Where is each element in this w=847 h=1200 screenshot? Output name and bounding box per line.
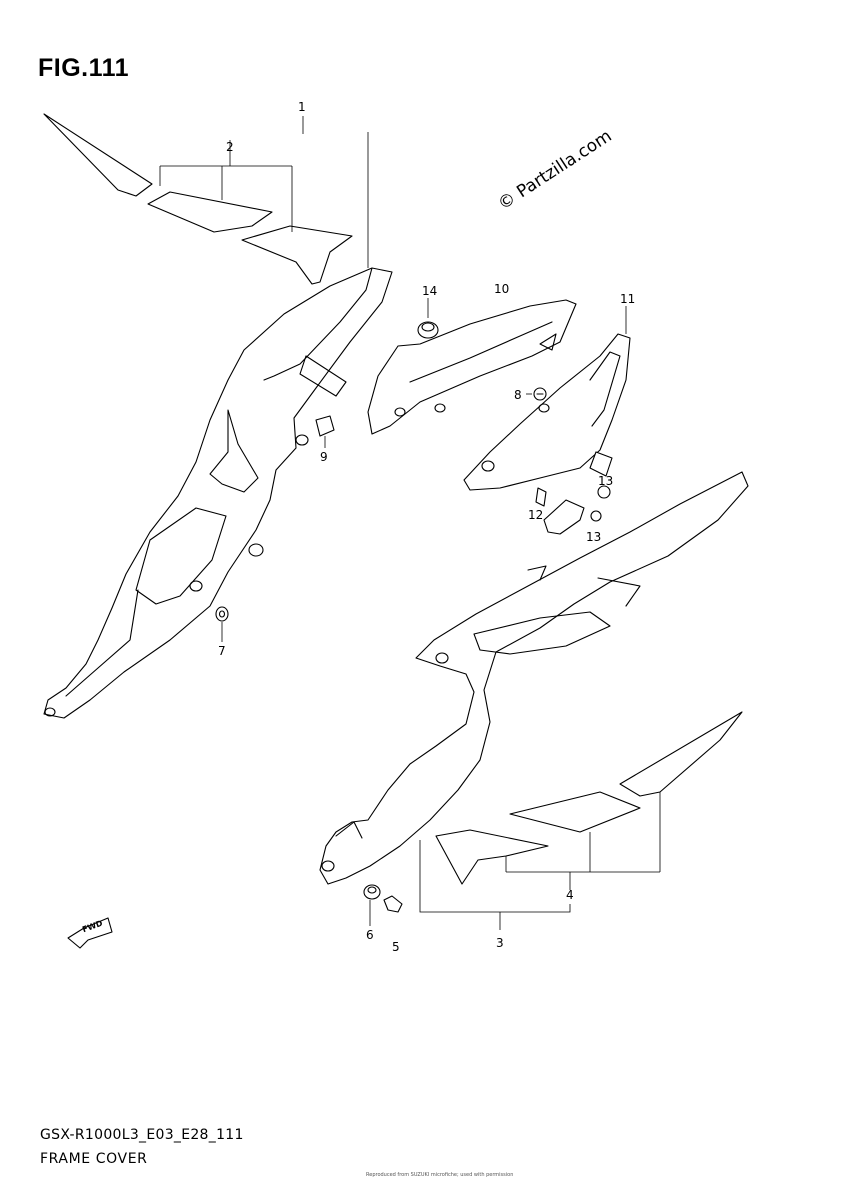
part-2-decals[interactable]	[43, 113, 353, 285]
part-9-clip[interactable]	[315, 415, 335, 437]
part-7-nut[interactable]	[215, 606, 229, 622]
part-3-leader	[419, 840, 571, 930]
callout-13a: 13	[598, 474, 614, 488]
part-5-bolt[interactable]	[383, 895, 403, 913]
part-4-leader	[505, 792, 661, 890]
fwd-arrow-icon	[67, 917, 113, 949]
callout-6: 6	[366, 928, 374, 942]
credit-line: Reproduced from SUZUKI microfiche; used …	[366, 1172, 514, 1178]
figure-title: FIG.111	[38, 54, 130, 82]
part-2-leader	[159, 140, 293, 232]
callout-9: 9	[320, 450, 328, 464]
part-8-screw[interactable]	[533, 387, 547, 401]
callout-4: 4	[566, 888, 574, 902]
part-14-grommet[interactable]	[417, 321, 439, 339]
callout-7: 7	[218, 644, 226, 658]
callout-8: 8	[514, 388, 522, 402]
part-10-inner-cover[interactable]	[367, 299, 577, 435]
callout-12: 12	[528, 508, 544, 522]
diagram-code: GSX-R1000L3_E03_E28_111	[40, 1127, 244, 1143]
part-3-frame-cover-right[interactable]	[319, 471, 749, 885]
callout-1: 1	[298, 100, 306, 114]
callout-13b: 13	[586, 530, 602, 544]
part-13-screw-a[interactable]	[597, 485, 611, 499]
part-1-frame-cover-left[interactable]	[43, 267, 393, 719]
callout-2: 2	[226, 140, 234, 154]
callout-5: 5	[392, 940, 400, 954]
callout-14: 14	[422, 284, 438, 298]
part-4-decals[interactable]	[435, 711, 743, 885]
callout-11: 11	[620, 292, 636, 306]
part-13-screw-b[interactable]	[590, 510, 602, 522]
part-6-collar[interactable]	[363, 884, 381, 900]
diagram-name: FRAME COVER	[40, 1151, 148, 1167]
part-11-bracket[interactable]	[463, 333, 631, 491]
callout-10: 10	[494, 282, 510, 296]
callout-3: 3	[496, 936, 504, 950]
part-12-bracket[interactable]	[535, 487, 585, 535]
